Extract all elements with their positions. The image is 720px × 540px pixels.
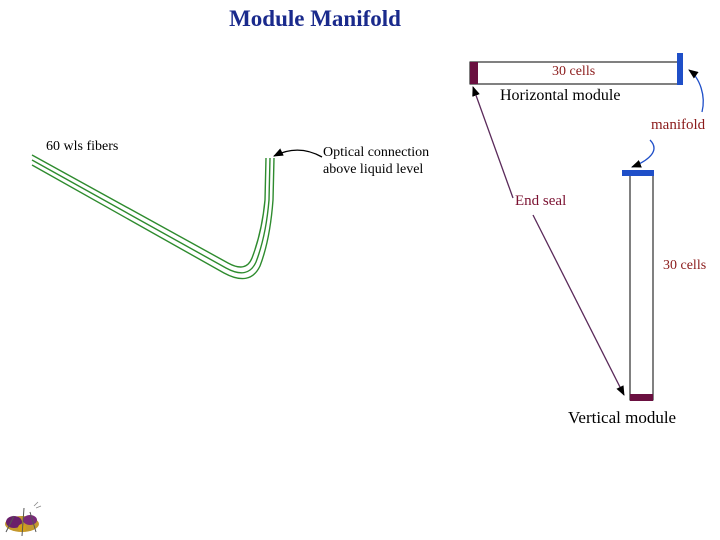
end-seal-arrows bbox=[472, 86, 625, 396]
horizontal-module-label: Horizontal module bbox=[500, 87, 621, 104]
wls-fiber-3 bbox=[31, 157, 275, 280]
optical-connection-label: Optical connection above liquid level bbox=[323, 145, 429, 179]
end-seal-arrow-down bbox=[532, 214, 625, 396]
horizontal-manifold bbox=[677, 53, 683, 85]
manifold-arrow-up bbox=[688, 69, 704, 113]
project-logo-icon bbox=[5, 501, 42, 537]
manifold-arrows bbox=[631, 69, 704, 168]
horizontal-module bbox=[469, 53, 683, 85]
wls-fiber-2 bbox=[31, 157, 271, 274]
wls-fibers-label: 60 wls fibers bbox=[46, 139, 119, 154]
vertical-module-body bbox=[629, 172, 654, 401]
manifold-arrow-down bbox=[631, 139, 655, 168]
end-seal-label: End seal bbox=[515, 193, 567, 209]
vertical-module-label: Vertical module bbox=[568, 408, 677, 427]
optical-connection-line-2: above liquid level bbox=[323, 161, 424, 177]
wls-fiber-bundle bbox=[31, 154, 275, 280]
vertical-manifold bbox=[622, 170, 654, 176]
vertical-end-seal bbox=[630, 394, 653, 401]
optical-connection-line-1: Optical connection bbox=[323, 145, 430, 160]
horizontal-cells-label: 30 cells bbox=[552, 64, 596, 79]
manifold-label: manifold bbox=[651, 117, 706, 133]
end-seal-arrow-up bbox=[472, 86, 514, 199]
horizontal-end-seal bbox=[470, 62, 478, 84]
vertical-module bbox=[622, 170, 654, 401]
wls-fiber-1 bbox=[31, 154, 267, 268]
page-title: Module Manifold bbox=[229, 6, 401, 31]
vertical-cells-label: 30 cells bbox=[663, 258, 707, 273]
optical-connection-arrow bbox=[273, 148, 323, 158]
